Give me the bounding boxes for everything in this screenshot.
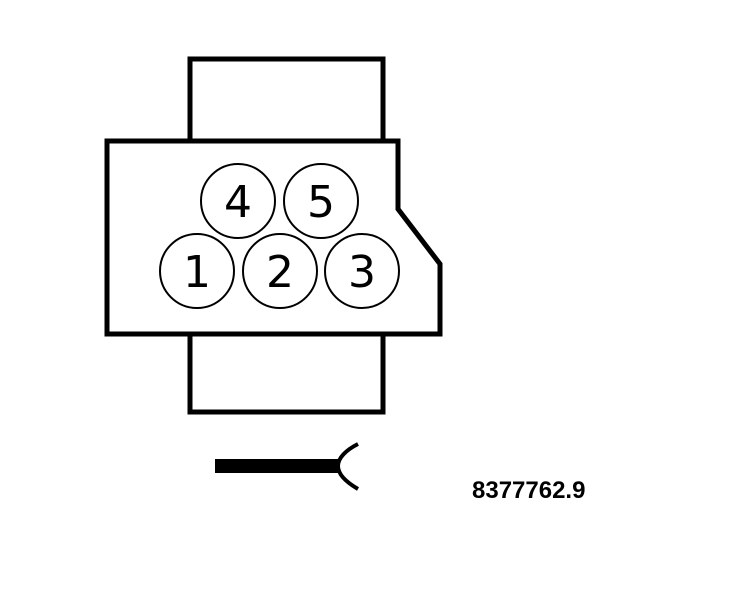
harness-side-icon [215, 442, 360, 491]
pin-2: 2 [242, 233, 318, 309]
pin-4-circle [200, 163, 276, 239]
harness-connector-cup [335, 442, 360, 491]
pin-1: 1 [159, 233, 235, 309]
connector-bottom-tab [187, 334, 386, 415]
pin-1-label: 1 [183, 247, 211, 298]
pin-4-label: 4 [224, 177, 252, 228]
pin-1-circle [159, 233, 235, 309]
connector-top-tab [187, 56, 386, 140]
pin-2-label: 2 [266, 247, 294, 298]
reference-number: 8377762.9 [472, 477, 585, 504]
pin-5: 5 [283, 163, 359, 239]
pin-3-circle [324, 233, 400, 309]
connector-housing [104, 138, 443, 337]
pin-4: 4 [200, 163, 276, 239]
pin-3-label: 3 [348, 247, 376, 298]
pin-5-label: 5 [307, 177, 335, 228]
harness-wire-bar [215, 459, 339, 473]
pin-2-circle [242, 233, 318, 309]
pin-5-circle [283, 163, 359, 239]
pin-3: 3 [324, 233, 400, 309]
